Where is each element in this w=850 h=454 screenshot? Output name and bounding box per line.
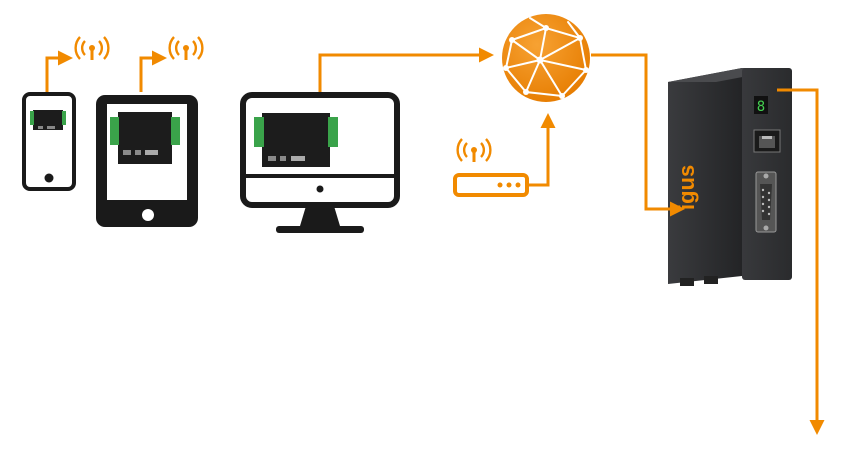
- connector-phone-wifi: [45, 50, 73, 92]
- router-icon: [453, 173, 529, 197]
- connector-router-globe: [527, 113, 556, 187]
- io-module-image: [254, 113, 338, 167]
- wifi-icon: [456, 138, 492, 162]
- tablet-icon: [96, 95, 198, 227]
- svg-text:igus: igus: [674, 165, 699, 210]
- smartphone-icon: [22, 92, 76, 191]
- brand-logo: igus: [674, 165, 699, 210]
- io-module-image: [110, 112, 180, 164]
- connector-controller-downstream: [777, 88, 825, 435]
- connector-monitor-globe: [318, 47, 494, 92]
- segment-display: 8: [757, 99, 765, 115]
- globe-icon: [502, 14, 590, 102]
- ethernet-port-icon: [753, 129, 781, 153]
- connector-tablet-wifi: [139, 50, 167, 92]
- monitor-icon: [240, 92, 400, 233]
- connector-globe-controller: [591, 53, 685, 217]
- wifi-icon: [168, 36, 204, 60]
- wifi-icon: [74, 36, 110, 60]
- io-module-image: [30, 110, 66, 130]
- serial-port-icon: [755, 171, 777, 233]
- controller-device: igus 8: [668, 68, 792, 286]
